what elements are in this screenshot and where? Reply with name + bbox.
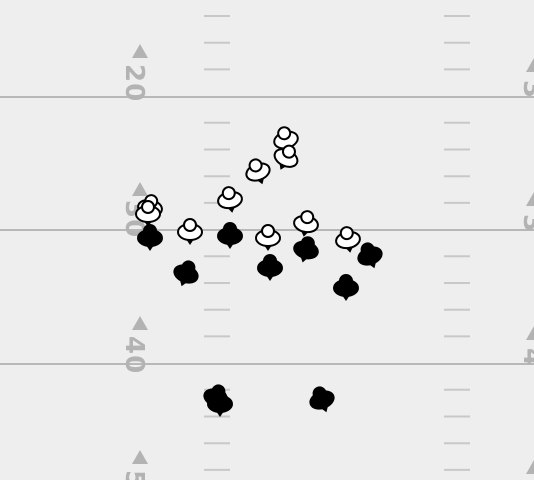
- offense-player[interactable]: [292, 209, 320, 239]
- defense-player[interactable]: [257, 254, 283, 281]
- direction-arrow-icon: [132, 44, 148, 58]
- offense-player[interactable]: [177, 218, 203, 245]
- right-yard-numbers: 3 3 4: [517, 58, 534, 474]
- direction-arrow-icon: [132, 316, 148, 330]
- direction-arrow-icon: [526, 326, 534, 340]
- defense-player[interactable]: [291, 234, 321, 265]
- hash-marks: [204, 15, 470, 471]
- direction-arrow-icon: [132, 450, 148, 464]
- direction-arrow-icon: [526, 58, 534, 72]
- offense-player[interactable]: [255, 224, 281, 251]
- yard-number: 3: [517, 214, 534, 233]
- yard-number: 5: [119, 470, 149, 480]
- yard-number: 40: [119, 336, 149, 374]
- offense-player[interactable]: [334, 225, 362, 255]
- defense-player[interactable]: [207, 390, 233, 417]
- offense-player[interactable]: [270, 141, 303, 175]
- left-yard-numbers: 20 30 40 5: [119, 44, 149, 480]
- offense-player[interactable]: [216, 185, 244, 215]
- defense-player[interactable]: [306, 384, 337, 417]
- players: [135, 126, 385, 417]
- yard-number: 4: [517, 348, 534, 367]
- direction-arrow-icon: [526, 192, 534, 206]
- offense-player[interactable]: [135, 200, 161, 227]
- yard-number: 20: [119, 64, 149, 102]
- yard-number: 3: [517, 80, 534, 99]
- direction-arrow-icon: [526, 460, 534, 474]
- defense-player[interactable]: [217, 222, 243, 249]
- direction-arrow-icon: [132, 182, 148, 196]
- defense-player[interactable]: [170, 258, 201, 291]
- defense-player[interactable]: [333, 274, 359, 301]
- offense-player[interactable]: [242, 156, 273, 189]
- defense-player[interactable]: [354, 240, 385, 273]
- defense-player[interactable]: [137, 224, 163, 251]
